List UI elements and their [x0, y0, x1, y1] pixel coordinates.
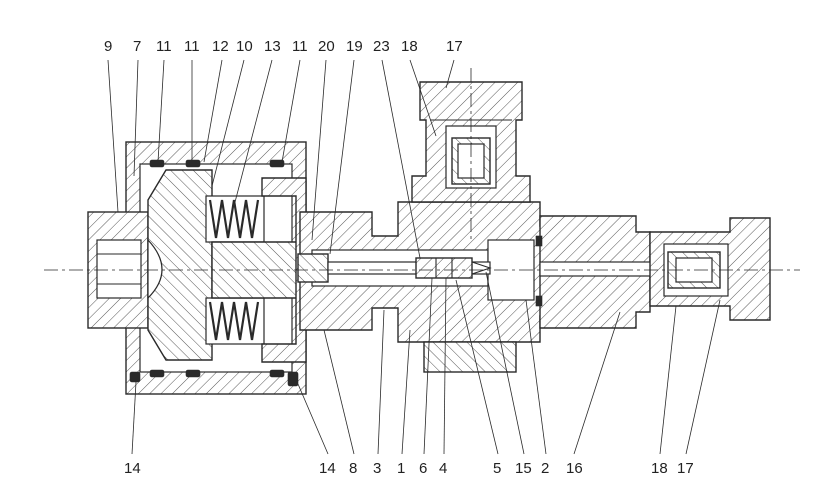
part-label: 19: [346, 38, 363, 55]
part-label: 8: [349, 460, 357, 477]
part-label: 11: [184, 38, 200, 55]
part-label: 16: [566, 460, 583, 477]
part-label: 11: [156, 38, 172, 55]
right-end-nut: [649, 217, 771, 321]
valve-stem: [297, 253, 492, 283]
top-port-fitting: [411, 81, 531, 203]
part-label: 18: [401, 38, 418, 55]
part-label: 5: [493, 460, 501, 477]
part-label: 2: [541, 460, 549, 477]
part-label: 7: [133, 38, 141, 55]
part-label: 6: [419, 460, 427, 477]
part-label: 13: [264, 38, 281, 55]
part-label: 20: [318, 38, 335, 55]
piston-disc: [147, 169, 213, 361]
part-label: 11: [292, 38, 308, 55]
part-label: 23: [373, 38, 390, 55]
part-label: 10: [236, 38, 253, 55]
part-label: 1: [397, 460, 405, 477]
spring-chamber: [205, 195, 265, 345]
bottom-part-labels: 14 14 8 3 1 6 4 5 15 2 16 18 17: [124, 460, 694, 477]
right-outlet-fitting: [535, 215, 661, 329]
part-label: 12: [212, 38, 229, 55]
part-label: 14: [319, 460, 336, 477]
seal-rings: [129, 159, 299, 387]
part-label: 14: [124, 460, 141, 477]
part-label: 3: [373, 460, 381, 477]
central-valve-body: [299, 201, 561, 373]
part-label: 15: [515, 460, 532, 477]
bottom-leader-lines: [131, 271, 721, 455]
part-label: 17: [677, 460, 694, 477]
part-label: 9: [104, 38, 112, 55]
center-axes: [44, 68, 800, 271]
top-leader-lines: [107, 59, 455, 259]
part-label: 4: [439, 460, 447, 477]
part-label: 17: [446, 38, 463, 55]
part-label: 18: [651, 460, 668, 477]
top-part-labels: 9 7 11 11 12 10 13 11 20 19 23 18 17: [104, 38, 463, 55]
